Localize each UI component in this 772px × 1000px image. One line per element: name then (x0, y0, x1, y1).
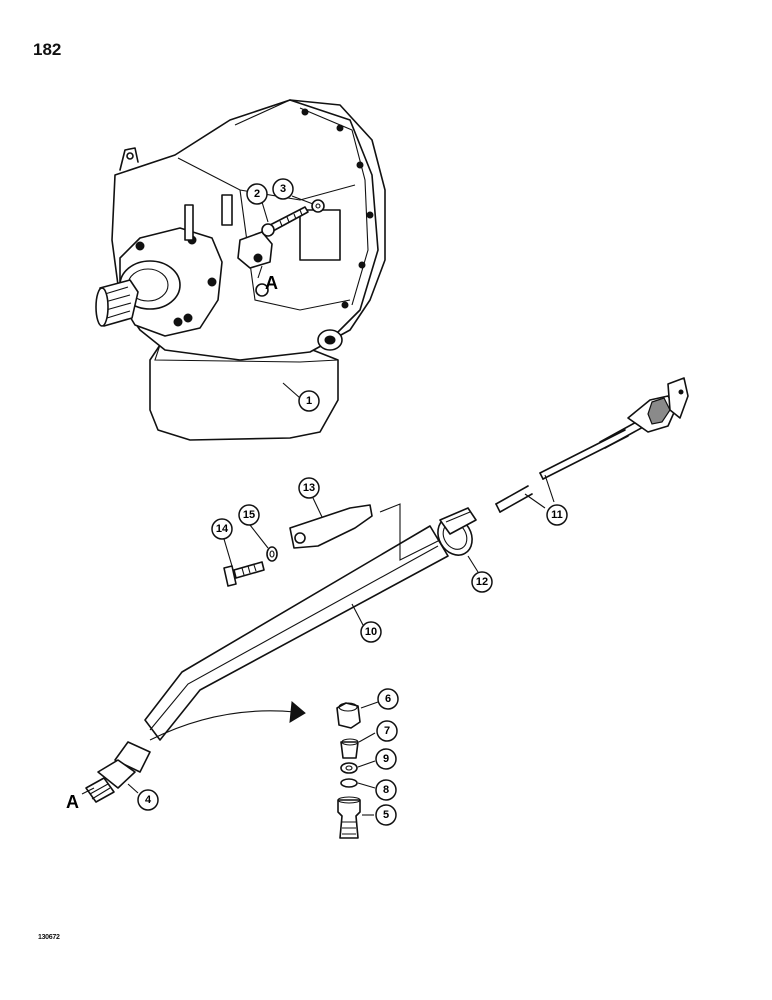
page-number: 182 (33, 40, 62, 59)
callout-13: 13 (298, 477, 323, 518)
svg-text:2: 2 (254, 188, 260, 200)
reference-a-lower: A (66, 787, 95, 812)
callout-1: 1 (282, 382, 320, 412)
callout-11: 11 (524, 474, 568, 526)
connector-5 (337, 796, 361, 839)
lockwasher-15 (266, 546, 278, 562)
washer-9 (340, 762, 358, 774)
bolt-14 (223, 561, 265, 587)
svg-text:8: 8 (383, 784, 389, 796)
callout-6: 6 (360, 688, 399, 710)
svg-text:4: 4 (145, 794, 152, 806)
svg-text:11: 11 (551, 509, 563, 521)
callout-5: 5 (362, 804, 397, 826)
svg-text:A: A (265, 273, 278, 293)
transmission-assembly (95, 99, 386, 441)
svg-text:6: 6 (385, 693, 391, 705)
bolt-2 (261, 206, 309, 237)
washer-3 (311, 199, 325, 213)
svg-text:15: 15 (243, 509, 255, 521)
svg-text:10: 10 (365, 626, 377, 638)
callout-2: 2 (246, 183, 269, 223)
svg-text:5: 5 (383, 809, 389, 821)
fitting-4 (85, 741, 151, 803)
callout-12: 12 (467, 555, 493, 593)
svg-text:13: 13 (303, 482, 315, 494)
callout-10: 10 (351, 603, 382, 643)
reference-a-upper: A (257, 265, 278, 293)
sleeve-7 (340, 738, 359, 759)
explode-arrow (149, 701, 306, 741)
svg-text:12: 12 (476, 576, 488, 588)
callout-8: 8 (357, 779, 397, 801)
svg-text:9: 9 (383, 753, 389, 765)
svg-text:7: 7 (384, 725, 390, 737)
callout-15: 15 (238, 504, 269, 549)
svg-text:14: 14 (216, 523, 229, 535)
hose-clamp-12 (437, 507, 477, 556)
callout-3: 3 (272, 178, 314, 205)
o-ring-8 (340, 778, 358, 788)
dipstick-tube-10 (144, 525, 449, 741)
callout-14: 14 (211, 518, 233, 567)
dipstick-11 (495, 377, 689, 513)
callout-4: 4 (127, 783, 159, 811)
figure-code: 130672 (38, 934, 60, 941)
bracket-13 (289, 504, 373, 549)
callout-7: 7 (358, 720, 398, 743)
nut-6 (336, 702, 361, 729)
svg-text:3: 3 (280, 183, 286, 195)
svg-text:A: A (66, 792, 79, 812)
svg-text:1: 1 (306, 395, 312, 407)
callout-9: 9 (357, 748, 397, 770)
